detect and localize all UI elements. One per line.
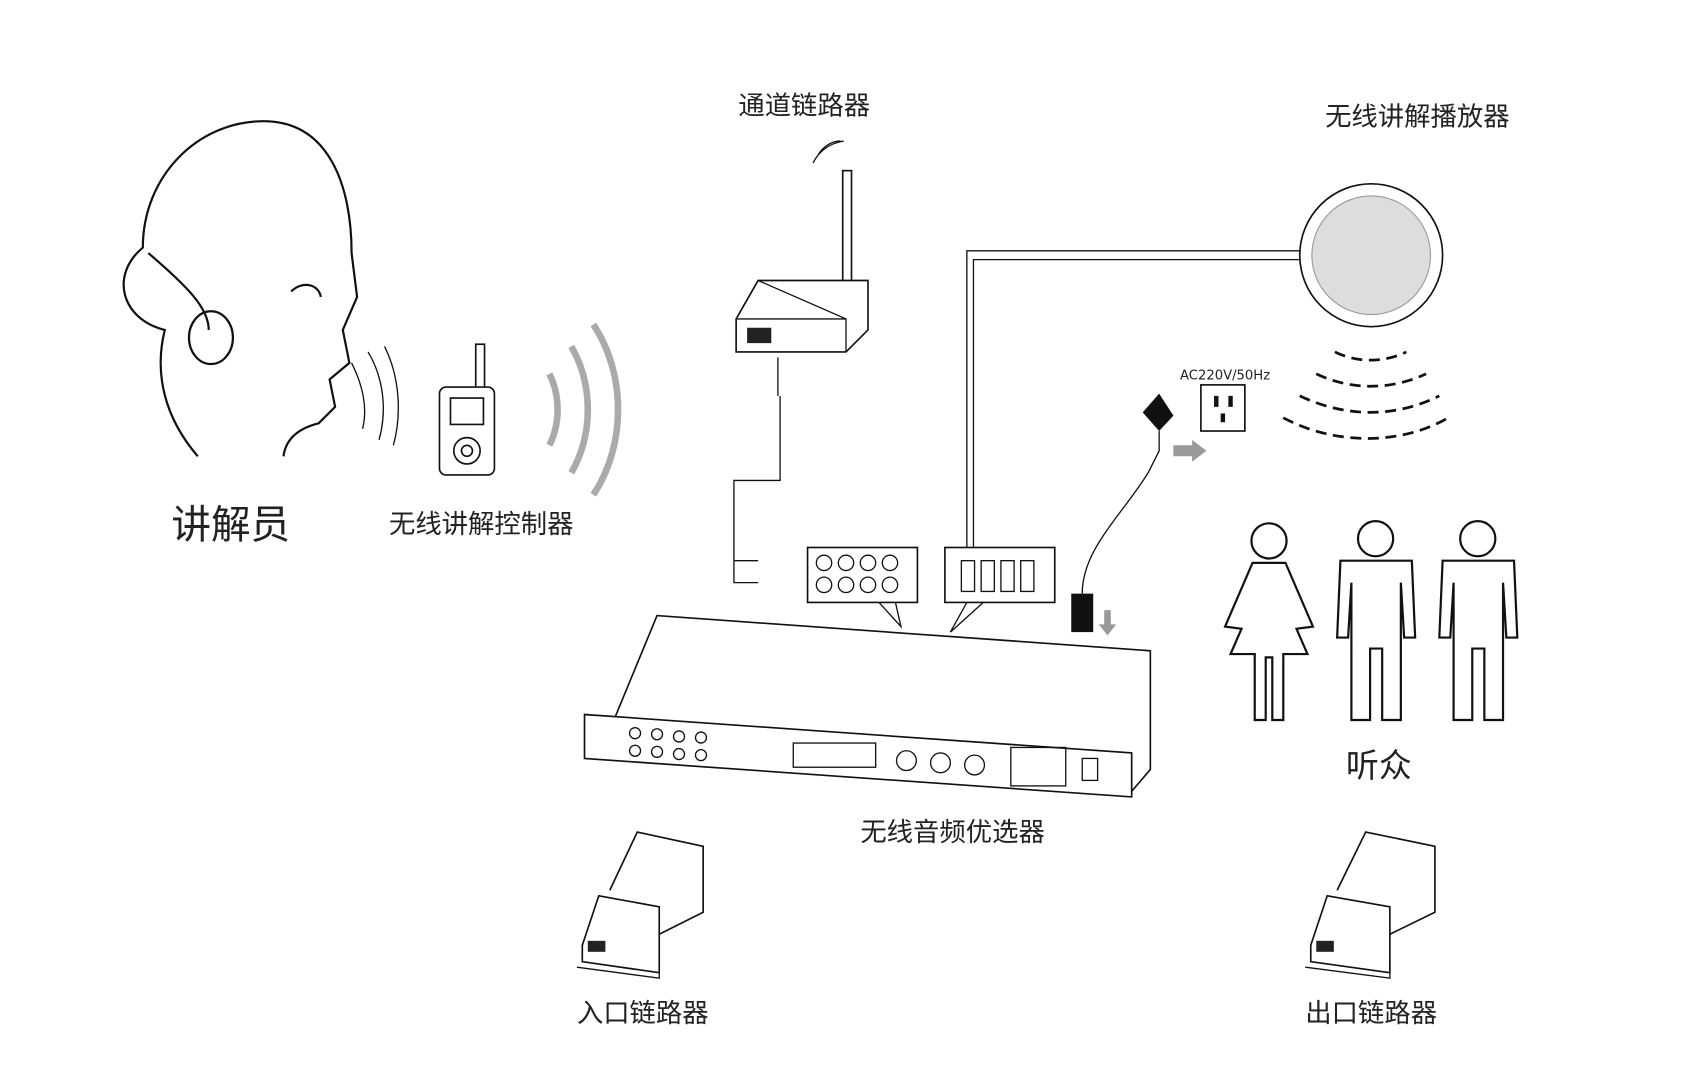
channel-linker-device bbox=[733, 140, 869, 584]
entry-linker-device bbox=[576, 831, 704, 979]
label-exit-linker: 出口链路器 bbox=[1305, 999, 1437, 1029]
audio-selector-device bbox=[583, 614, 1152, 798]
label-controller: 无线讲解控制器 bbox=[389, 510, 574, 540]
audience-illustration bbox=[1223, 520, 1519, 722]
label-presenter: 讲解员 bbox=[171, 503, 290, 549]
speaker-cable bbox=[966, 250, 1302, 548]
wireless-signal-icon bbox=[546, 322, 622, 497]
exit-linker-device bbox=[1305, 831, 1436, 979]
power-plug-cable bbox=[1071, 393, 1207, 636]
sound-wave-icon bbox=[1282, 350, 1449, 440]
label-audience: 听众 bbox=[1346, 746, 1412, 785]
label-selector: 无线音频优选器 bbox=[860, 818, 1045, 848]
presenter-illustration bbox=[122, 120, 399, 458]
label-power-spec: AC220V/50Hz bbox=[1180, 368, 1270, 383]
label-channel-linker: 通道链路器 bbox=[738, 92, 870, 122]
rca-input-panel bbox=[806, 546, 919, 629]
ceiling-speaker bbox=[1298, 182, 1444, 328]
power-outlet-icon bbox=[1200, 384, 1246, 432]
label-entry-linker: 入口链路器 bbox=[577, 999, 709, 1029]
label-player: 无线讲解播放器 bbox=[1325, 103, 1510, 133]
wireless-controller-device bbox=[438, 343, 496, 476]
speaker-terminal-panel bbox=[944, 546, 1056, 633]
